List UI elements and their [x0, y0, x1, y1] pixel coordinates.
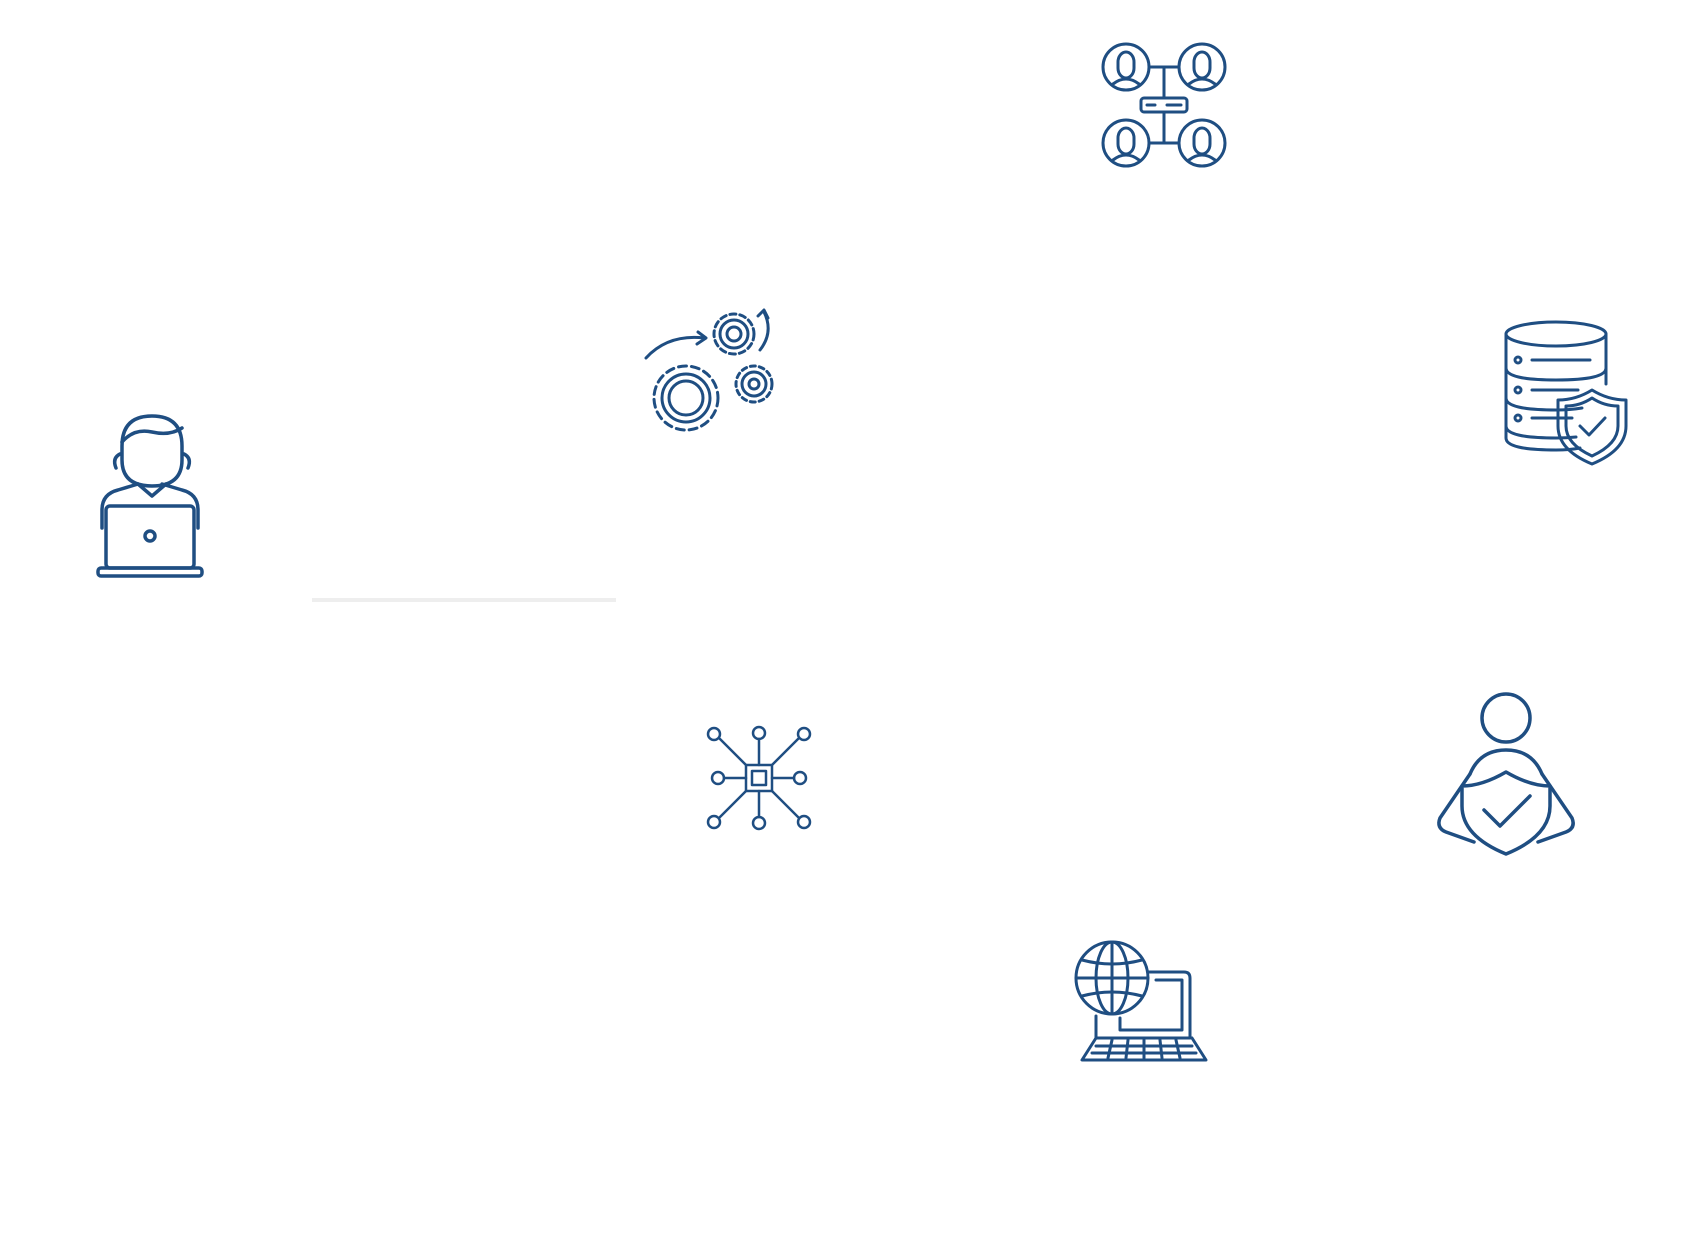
divider-line [312, 598, 616, 602]
chip-circuit-icon [700, 725, 818, 833]
database-shield-icon [1500, 318, 1630, 466]
user-laptop-icon [94, 410, 206, 580]
globe-laptop-icon [1072, 938, 1208, 1064]
person-shield-icon [1436, 690, 1576, 860]
team-network-icon [1099, 40, 1229, 170]
gears-process-icon [642, 308, 778, 444]
